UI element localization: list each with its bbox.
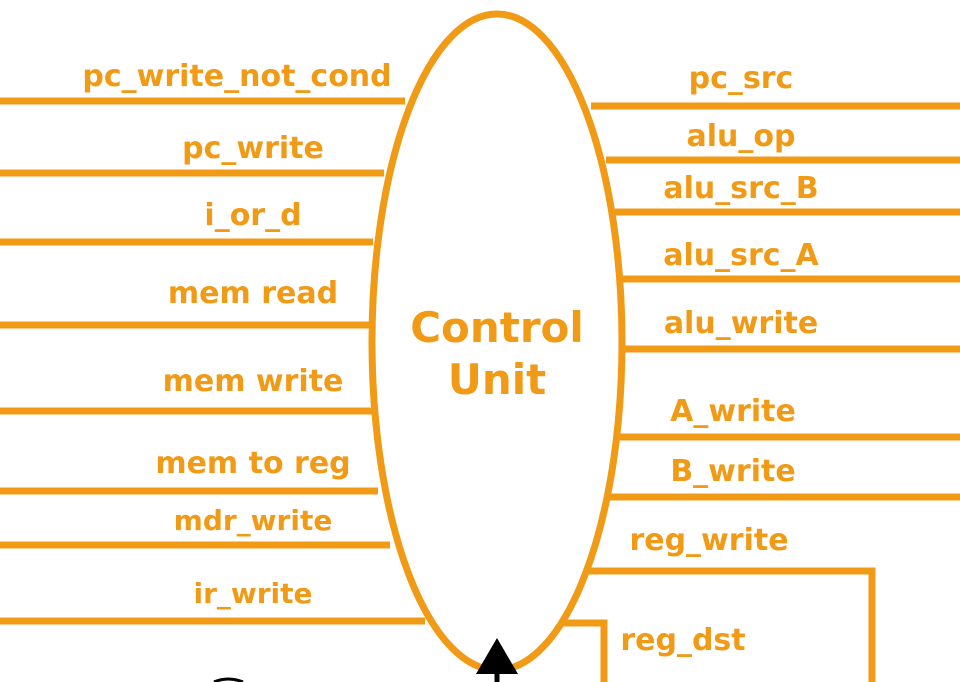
signal-label-alu-write: alu_write [664, 306, 818, 341]
wire-reg-write [589, 567, 876, 682]
signal-label-a-write: A_write [670, 394, 796, 429]
partial-curve-bottom [213, 677, 244, 682]
control-unit-title-line1: Control [410, 303, 584, 352]
signal-label-mem-write: mem write [163, 364, 344, 399]
signal-label-mem-to-reg: mem to reg [155, 446, 350, 481]
signal-label-i-or-d: i_or_d [204, 198, 301, 233]
signal-label-alu-op: alu_op [687, 119, 796, 154]
signal-label-alu-src-a: alu_src_A [663, 238, 819, 273]
signal-label-mem-read: mem read [168, 276, 338, 311]
signal-label-mdr-write: mdr_write [174, 504, 333, 537]
wire-reg-dst [560, 619, 608, 682]
signal-label-alu-src-b: alu_src_B [663, 171, 818, 206]
opcode-input-arrow-icon [476, 638, 518, 674]
control-unit-title-line2: Unit [448, 355, 546, 404]
signal-label-reg-write: reg_write [629, 523, 788, 558]
signal-label-reg-dst: reg_dst [620, 623, 745, 658]
signal-label-pc-write-not-cond: pc_write_not_cond [82, 59, 391, 94]
signal-label-pc-write: pc_write [182, 131, 324, 166]
signal-label-pc-src: pc_src [689, 61, 794, 96]
signal-label-b-write: B_write [670, 454, 795, 489]
signal-label-ir-write: ir_write [193, 577, 312, 610]
